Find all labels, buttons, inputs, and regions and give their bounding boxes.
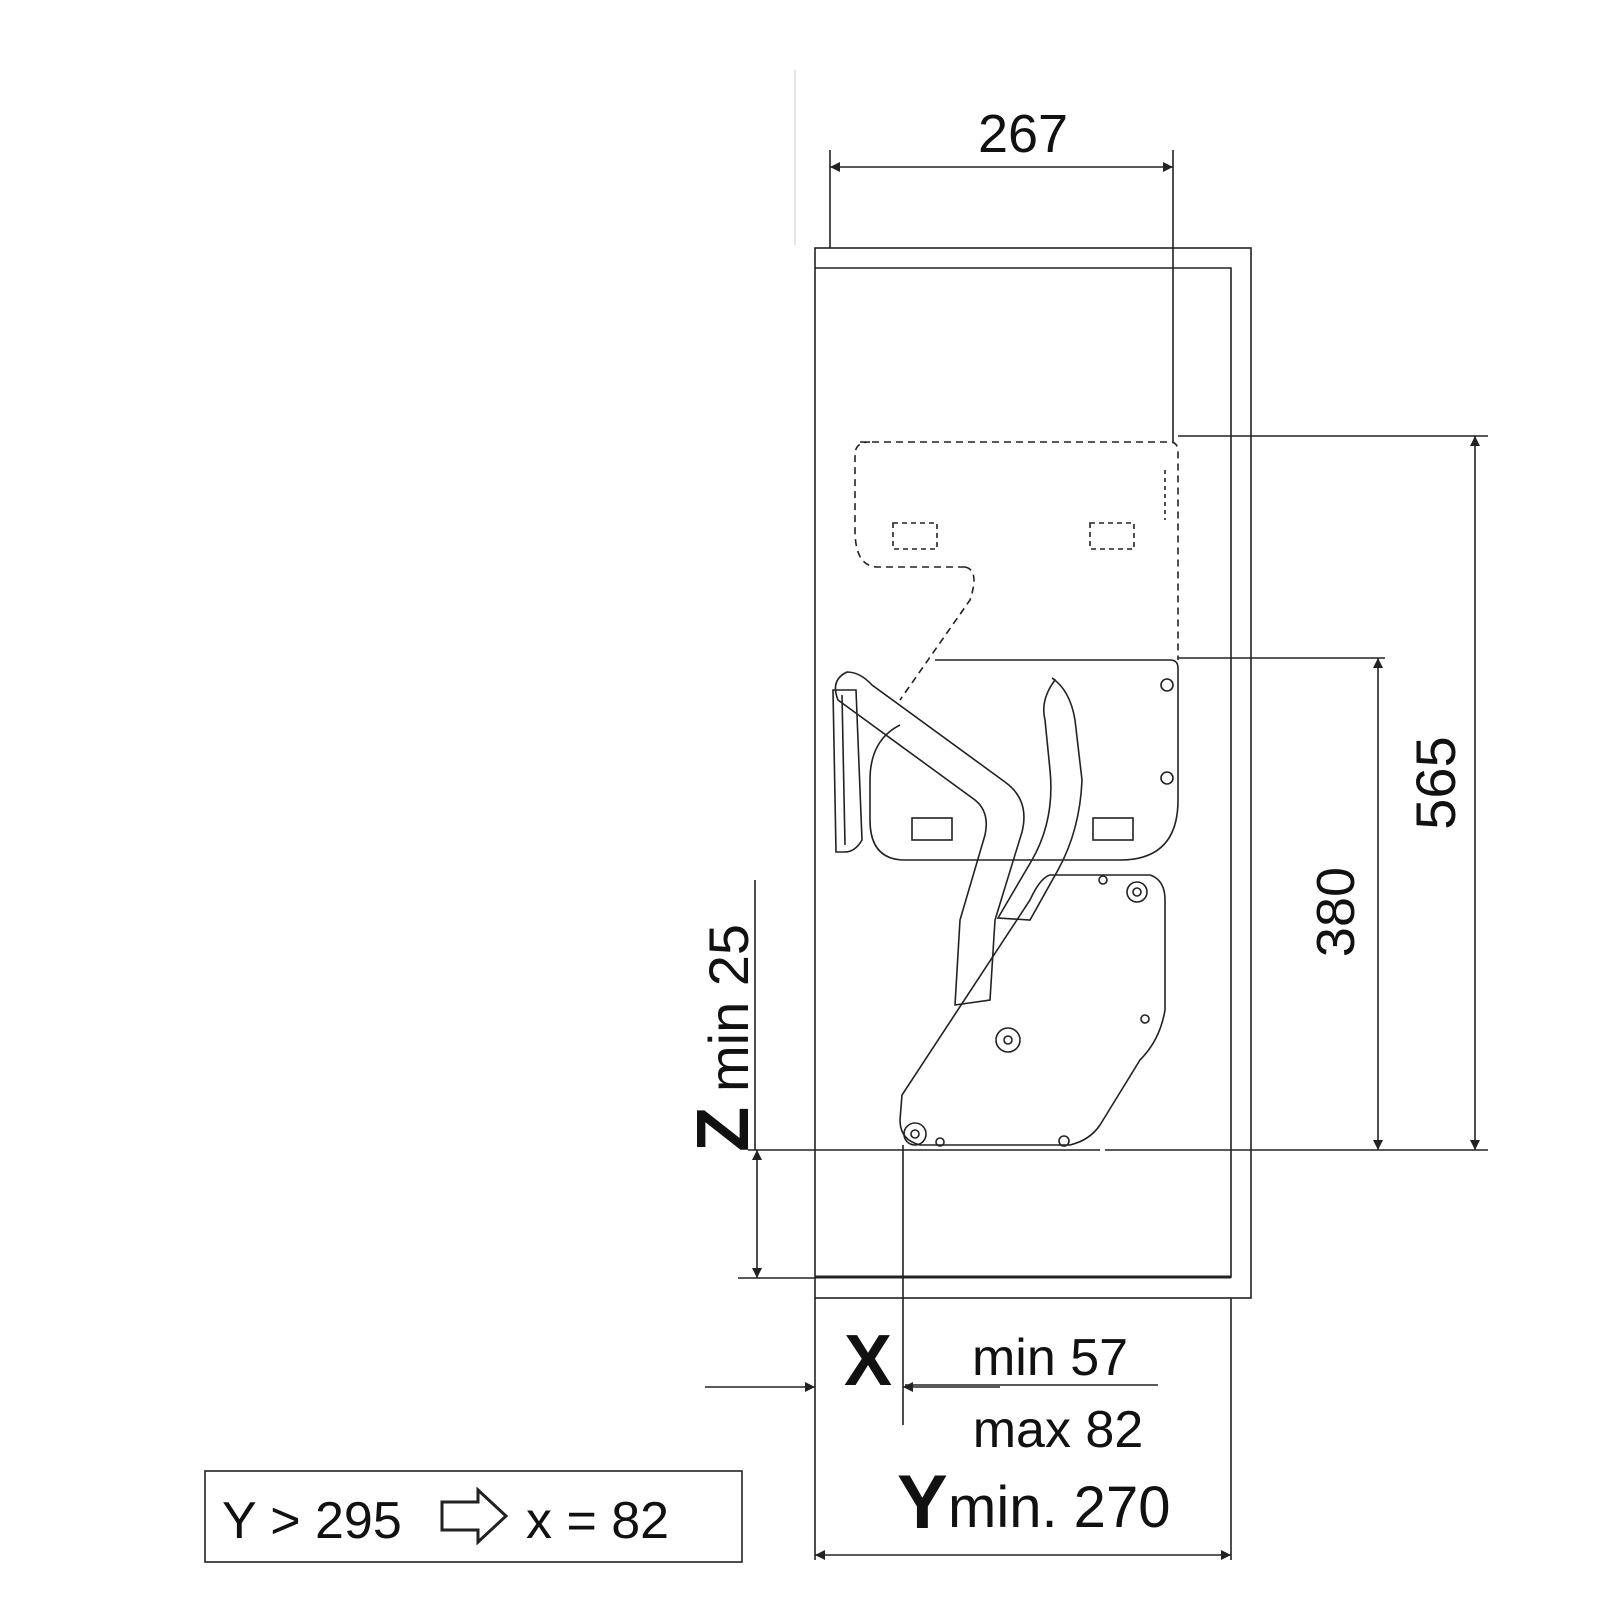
upper-position-outline [854, 441, 1179, 701]
housing-bolt-bottom-inner [910, 1129, 920, 1139]
screw-lower [1160, 771, 1174, 785]
housing-hole-4 [1098, 875, 1108, 885]
y-value: min. 270 [948, 1475, 1170, 1540]
note-condition: Y > 295 [222, 1492, 402, 1550]
upper-hinge-left [892, 522, 938, 550]
shelf-hinge-left [911, 817, 953, 841]
shelf-frame [869, 659, 1179, 861]
z-value: min 25 [697, 924, 760, 1092]
dim-label-380: 380 [1306, 867, 1366, 957]
housing-hole-1 [935, 1137, 945, 1147]
mechanism-housing [899, 874, 1166, 1146]
x-letter: X [844, 1321, 892, 1401]
x-max-value: max 82 [973, 1401, 1144, 1459]
hollow-right-arrow-icon [440, 1486, 509, 1546]
note-result: x = 82 [526, 1492, 669, 1550]
housing-bolt-center [995, 1027, 1021, 1053]
upper-hinge-right [1089, 522, 1135, 550]
shelf-hinge-right [1092, 817, 1134, 841]
front-door-panel [832, 689, 863, 853]
dim-label-565: 565 [1404, 736, 1467, 829]
lift-arm-left [834, 671, 1025, 1006]
x-min-value: min 57 [972, 1329, 1128, 1387]
note-box [204, 1470, 743, 1563]
housing-bolt-bottom [903, 1122, 927, 1146]
housing-bolt-center-inner [1003, 1035, 1013, 1045]
housing-hole-2 [1058, 1135, 1070, 1147]
lift-arm-right [996, 677, 1083, 921]
housing-bolt-top-inner [1132, 887, 1142, 897]
dim-label-267: 267 [978, 104, 1068, 164]
z-letter: Z [681, 1107, 764, 1152]
housing-hole-3 [1140, 1014, 1150, 1024]
front-door-detail [841, 694, 846, 846]
cabinet-outer-outline [814, 247, 1252, 1299]
screw-upper [1160, 678, 1174, 692]
y-letter: Y [897, 1460, 948, 1545]
housing-bolt-top [1126, 881, 1148, 903]
